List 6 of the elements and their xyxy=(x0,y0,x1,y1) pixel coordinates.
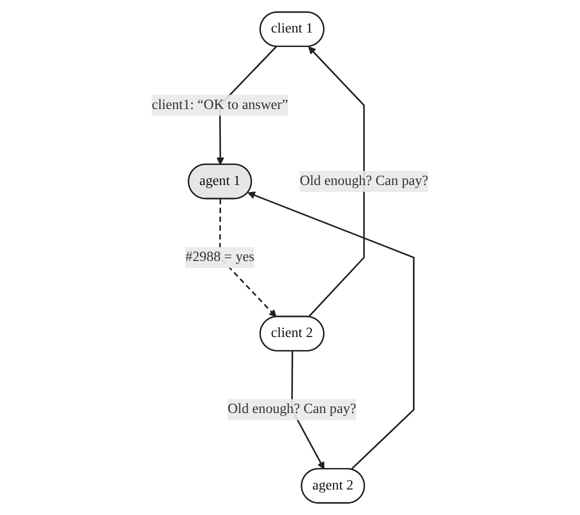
arrow xyxy=(219,198,277,318)
arrow xyxy=(308,46,365,318)
edge-label: Old enough? Can pay? xyxy=(228,402,356,417)
edge-label: client1: “OK to answer” xyxy=(152,97,288,112)
edge-label: #2988 = yes xyxy=(185,250,254,265)
edge-label: Old enough? Can pay? xyxy=(300,173,428,188)
